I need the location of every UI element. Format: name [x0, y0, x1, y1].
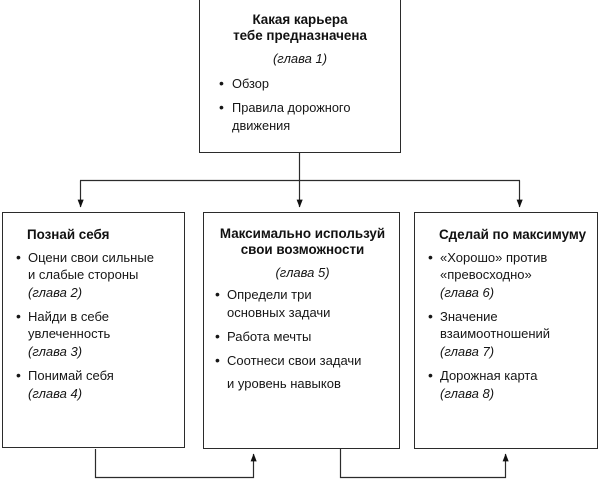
node-box-chapter1[interactable]: Какая карьера тебе предназначена (глава … [199, 0, 401, 153]
list-item: Обзор [210, 74, 390, 93]
node-title-know-yourself: Познай себя [27, 227, 110, 242]
feedback-connectors [94, 449, 509, 479]
list-item: Найди в себе увлеченность (глава 3) [15, 307, 174, 360]
list-item: Правила дорожного движения [210, 98, 390, 133]
list-item: «Хорошо» против «превосходно» (глава 6) [427, 248, 587, 301]
bullet-list-know-yourself: Оцени свои сильные и слабые стороны (гла… [15, 248, 174, 402]
bullet-list-do-your-best: «Хорошо» против «превосходно» (глава 6) … [427, 248, 587, 402]
node-title-maximize-potential: Максимально используй свои возможности [219, 226, 386, 257]
bullet-list-chapter1: Обзор Правила дорожного движения [210, 74, 390, 133]
list-item: Соотнеси свои задачи и уровень навыков [214, 351, 391, 392]
list-item: Дорожная карта (глава 8) [427, 366, 587, 402]
node-title-do-your-best: Сделай по максимуму [439, 227, 587, 242]
list-item: Значение взаимоотношений (глава 7) [427, 307, 587, 360]
list-item: Определи три основных задачи [214, 285, 391, 321]
chapter-ref-5: (глава 5) [275, 264, 330, 280]
list-item: Понимай себя (глава 4) [15, 366, 174, 402]
node-box-know-yourself[interactable]: Познай себя Оцени свои сильные и слабые … [2, 212, 185, 448]
node-box-do-your-best[interactable]: Сделай по максимуму «Хорошо» против «пре… [414, 212, 598, 449]
node-box-maximize-potential[interactable]: Максимально используй свои возможности (… [203, 212, 400, 449]
top-to-row-connectors [77, 153, 523, 208]
node-title-chapter1: Какая карьера тебе предназначена [233, 12, 367, 43]
connector-middle-to-right [339, 449, 509, 479]
connector-left-to-middle [94, 449, 257, 479]
list-item: Работа мечты [214, 327, 391, 346]
chapter-ref-1: (глава 1) [272, 50, 328, 66]
list-item: Оцени свои сильные и слабые стороны (гла… [15, 248, 174, 301]
bullet-list-maximize-potential: Определи три основных задачи Работа мечт… [214, 285, 391, 392]
